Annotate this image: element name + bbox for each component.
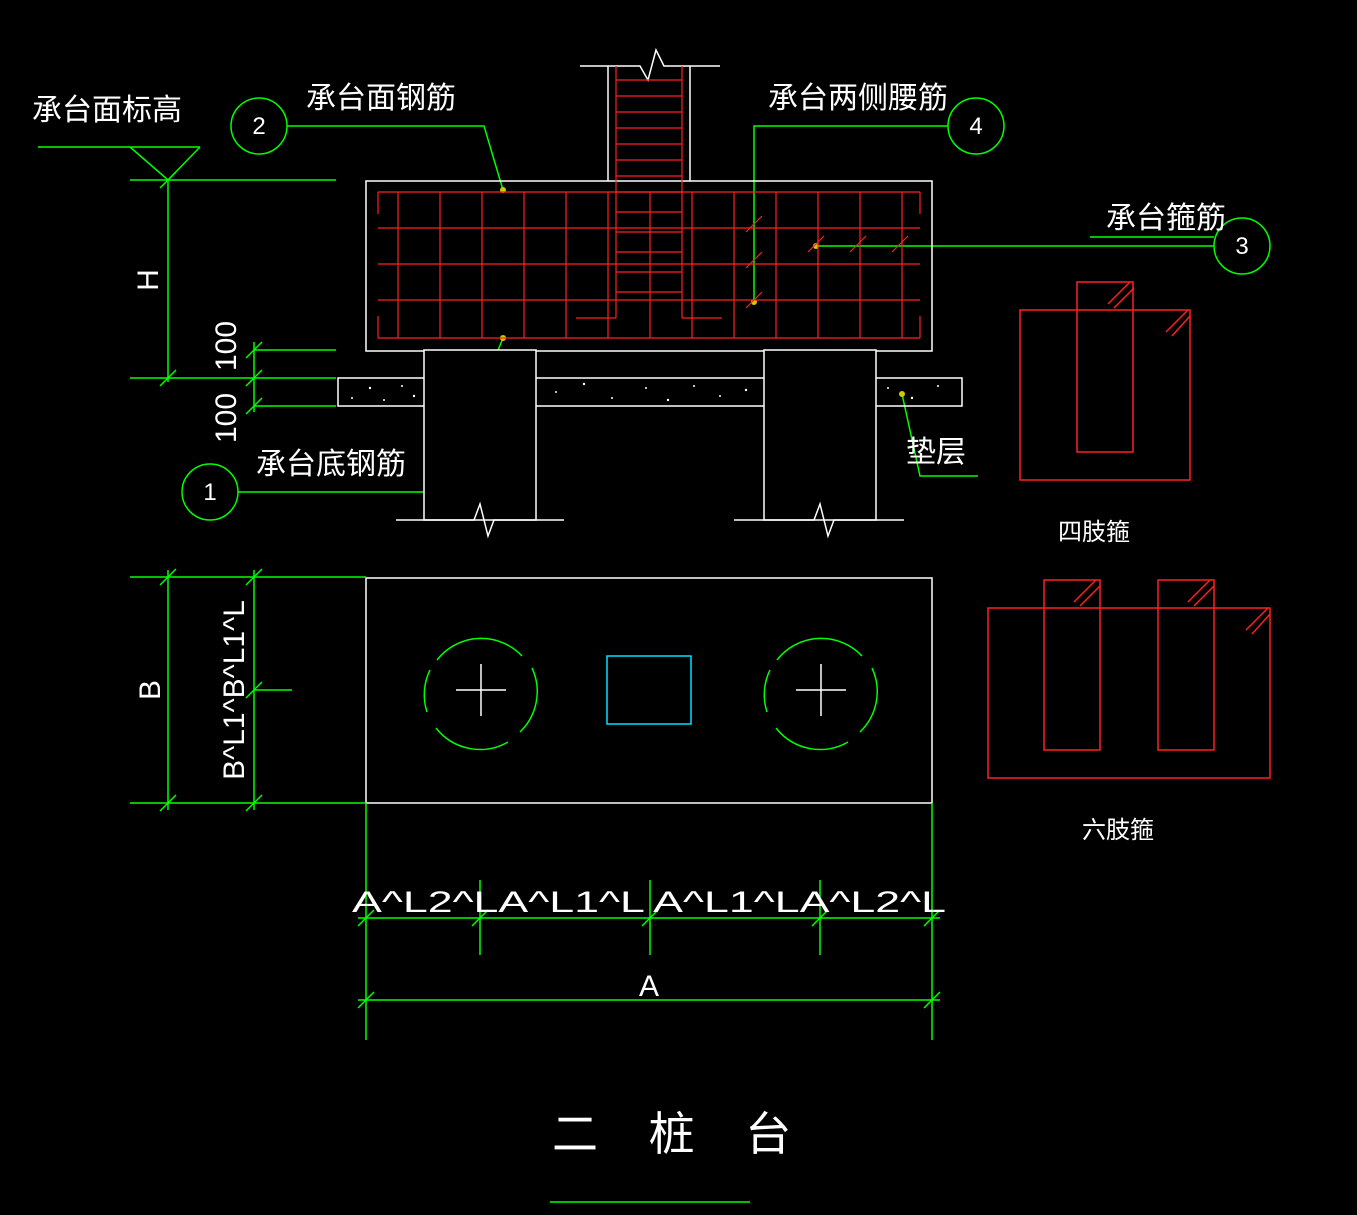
callout-4: 4	[969, 113, 982, 140]
six-leg-stirrup-detail	[987, 579, 1271, 779]
label-top-rebar: 承台面钢筋	[306, 81, 456, 116]
elevation-outline	[337, 47, 963, 539]
plan-piles	[423, 637, 878, 751]
callout-1: 1	[203, 479, 216, 506]
label-top-elevation: 承台面标高	[32, 93, 182, 128]
drawing-title: 二 桩 台	[552, 1107, 809, 1161]
callout-3: 3	[1235, 233, 1248, 260]
dim-100-upper: 100	[210, 321, 243, 371]
label-four-leg-stirrup: 四肢箍	[1058, 518, 1130, 546]
plan-column	[606, 655, 692, 725]
plan-dimensions	[130, 568, 941, 1040]
four-leg-stirrup-detail	[1019, 281, 1191, 481]
plan-outline	[365, 577, 933, 804]
rebar-grid	[377, 191, 921, 339]
cushion-speckle	[351, 382, 939, 402]
label-side-waist-rebar: 承台两侧腰筋	[768, 81, 948, 116]
label-six-leg-stirrup: 六肢箍	[1082, 816, 1154, 844]
dim-b-vertical: B^L1^B^L1^L	[218, 600, 251, 780]
elevation-leaders	[38, 97, 1271, 521]
label-cushion: 垫层	[906, 435, 966, 470]
rebar-ticks	[745, 215, 909, 309]
dim-a: A	[639, 970, 659, 1003]
dim-b: B	[134, 680, 167, 700]
column-rebar	[576, 66, 722, 319]
dim-h: H	[132, 269, 165, 291]
dim-100-lower: 100	[210, 393, 243, 443]
dim-a-segments: A^L2^LA^L1^L A^L1^LA^L2^L	[352, 886, 946, 919]
label-bottom-rebar: 承台底钢筋	[256, 447, 406, 482]
label-stirrup: 承台箍筋	[1106, 201, 1226, 236]
callout-2: 2	[252, 113, 265, 140]
